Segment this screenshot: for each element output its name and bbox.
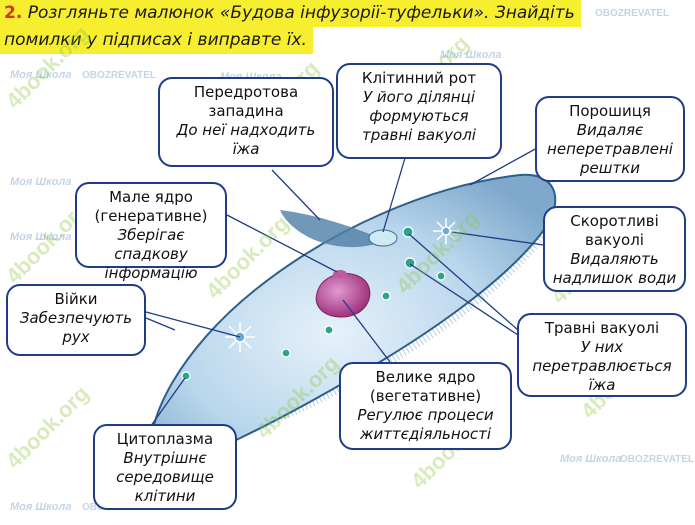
label-title: Клітинний рот: [361, 69, 477, 87]
task-line-2: помилки у підписах і виправте їх.: [0, 27, 313, 54]
label-cytoplasm: Цитоплазма Внутрішнє середовище клітини: [93, 424, 237, 510]
label-micronucleus: Мале ядро (генеративне) Зберігає спадков…: [75, 182, 227, 282]
label-description: До неї надходить їжа: [176, 121, 316, 158]
label-title: Цитоплазма: [116, 430, 214, 448]
label-title: Травні вакуолі: [544, 319, 660, 337]
task-number: 2.: [4, 3, 23, 23]
label-macronucleus: Велике ядро (вегетативне) Регулює процес…: [339, 362, 512, 450]
leader-lines: [145, 141, 549, 431]
label-description: Зберігає спадкову інформацію: [104, 226, 198, 282]
oral-groove: [280, 210, 385, 248]
label-description: Видаляють надлишок води: [552, 250, 677, 287]
label-description: Забезпечують рух: [19, 309, 133, 346]
label-contractile-vacuoles: Скоротливі вакуолі Видаляють надлишок во…: [543, 206, 686, 292]
label-title: Передротова западина: [193, 83, 299, 120]
label-cilia: Війки Забезпечують рух: [6, 284, 146, 356]
label-title: Мале ядро (генеративне): [94, 188, 208, 225]
label-title: Велике ядро (вегетативне): [369, 368, 482, 405]
task-text-1: Розгляньте малюнок «Будова інфузорії-туф…: [27, 3, 575, 23]
contractile-vacuole-front: [433, 218, 459, 244]
label-description: У них перетравлюється їжа: [532, 338, 672, 394]
food-vacuoles: [181, 226, 446, 381]
label-title: Скоротливі вакуолі: [570, 212, 659, 249]
label-description: Видаляє неперетравлені рештки: [547, 121, 673, 177]
label-description: Внутрішнє середовище клітини: [116, 449, 214, 505]
label-description: У його ділянці формуються травні вакуолі: [362, 88, 476, 144]
task-line-1: 2. Розгляньте малюнок «Будова інфузорії-…: [0, 0, 581, 27]
label-description: Регулює процеси життєдіяльності: [357, 406, 494, 443]
cell-mouth-shape: [368, 229, 398, 247]
label-food-vacuoles: Травні вакуолі У них перетравлюється їжа: [517, 313, 687, 397]
task-instruction: 2. Розгляньте малюнок «Будова інфузорії-…: [0, 0, 581, 54]
task-text-2: помилки у підписах і виправте їх.: [4, 30, 307, 50]
label-title: Порошиця: [569, 102, 651, 120]
label-cell-mouth: Клітинний рот У його ділянці формуються …: [336, 63, 502, 159]
label-title: Війки: [54, 290, 98, 308]
label-anal-pore: Порошиця Видаляє неперетравлені рештки: [535, 96, 685, 182]
label-peristome: Передротова западина До неї надходить їж…: [158, 77, 334, 167]
